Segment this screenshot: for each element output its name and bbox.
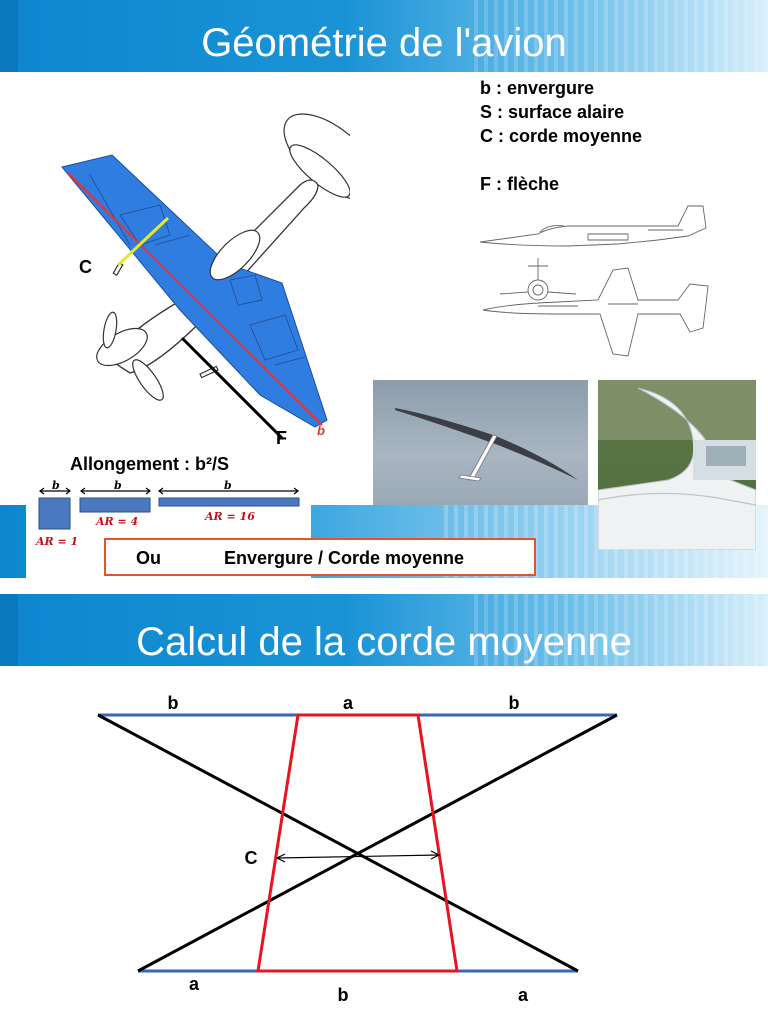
alternative-definition-box: Ou Envergure / Corde moyenne [104,538,536,576]
slide-gap [0,578,768,594]
title-bar [0,0,768,72]
jet-top-view [482,267,709,357]
glider-silhouette [395,408,578,482]
slide-mean-chord: Calcul de la corde moyenne b a b C a b a [0,594,768,1024]
legend-span: b : envergure [480,78,595,98]
ar16-b-label: b [224,479,232,492]
ar1-rect [38,497,71,530]
wing-panel-lines [89,174,306,366]
label-top-b-left: b [168,693,179,713]
plane-planform-diagram [61,113,350,440]
ar4-b-label: b [114,479,122,492]
title-bar [0,594,768,666]
label-s: S [282,306,291,323]
title-bar-accent [0,0,18,72]
title-bar-accent [0,594,18,666]
label-top-a: a [343,693,354,713]
label-bottom-a-right: a [518,985,529,1005]
label-top-b-right: b [509,693,520,713]
jet-side-view [479,205,707,247]
span-line [67,172,323,426]
winglet-shape [598,380,756,550]
wing-surface [61,154,328,428]
ar16-rect [158,497,300,507]
glider-photo [373,380,588,505]
jet-front-view [499,258,577,301]
winglet-photo [598,380,756,550]
jet-three-view-drawing [479,205,709,357]
ar16-label: AR = 16 [205,510,255,523]
trapezoid-wing [256,713,459,973]
label-bottom-a-left: a [189,974,200,994]
slide-title: Calcul de la corde moyenne [136,620,632,664]
sweep-line [180,336,284,440]
ar4-rect [79,497,151,513]
title-bar-stripes [468,594,768,666]
label-bottom-b: b [338,985,349,1005]
chord-line [116,216,170,267]
aspect-ratio-heading: Allongement : b²/S [70,454,229,474]
title-bar-stripes [468,0,768,72]
tail-plane [283,113,350,201]
propeller [96,311,164,401]
mean-chord-arrow [275,850,441,863]
canopy [209,229,261,281]
ar4-label: AR = 4 [96,515,139,528]
slide-title: Géométrie de l'avion [201,21,567,65]
legend: b : envergure S : surface alaire C : cor… [480,76,642,196]
legend-area: S : surface alaire [480,102,625,122]
label-b: b [317,423,325,438]
ar1-label: AR = 1 [36,535,79,548]
aspect-ratio-examples [38,487,300,530]
legend-chord: C : corde moyenne [480,126,643,146]
label-c: C [79,257,92,277]
diagonal-left [97,713,579,973]
span-over-chord-label: Envergure / Corde moyenne [224,548,465,568]
diagonal-right [137,713,618,973]
or-label: Ou [136,548,161,568]
mean-chord-construction: b a b C a b a [97,693,618,1005]
label-c: C [245,848,258,868]
ar1-b-label: b [52,479,60,492]
label-f: F [276,428,287,448]
legend-sweep: F : flèche [480,174,560,194]
slide-aircraft-geometry: Géométrie de l'avion [0,0,768,578]
